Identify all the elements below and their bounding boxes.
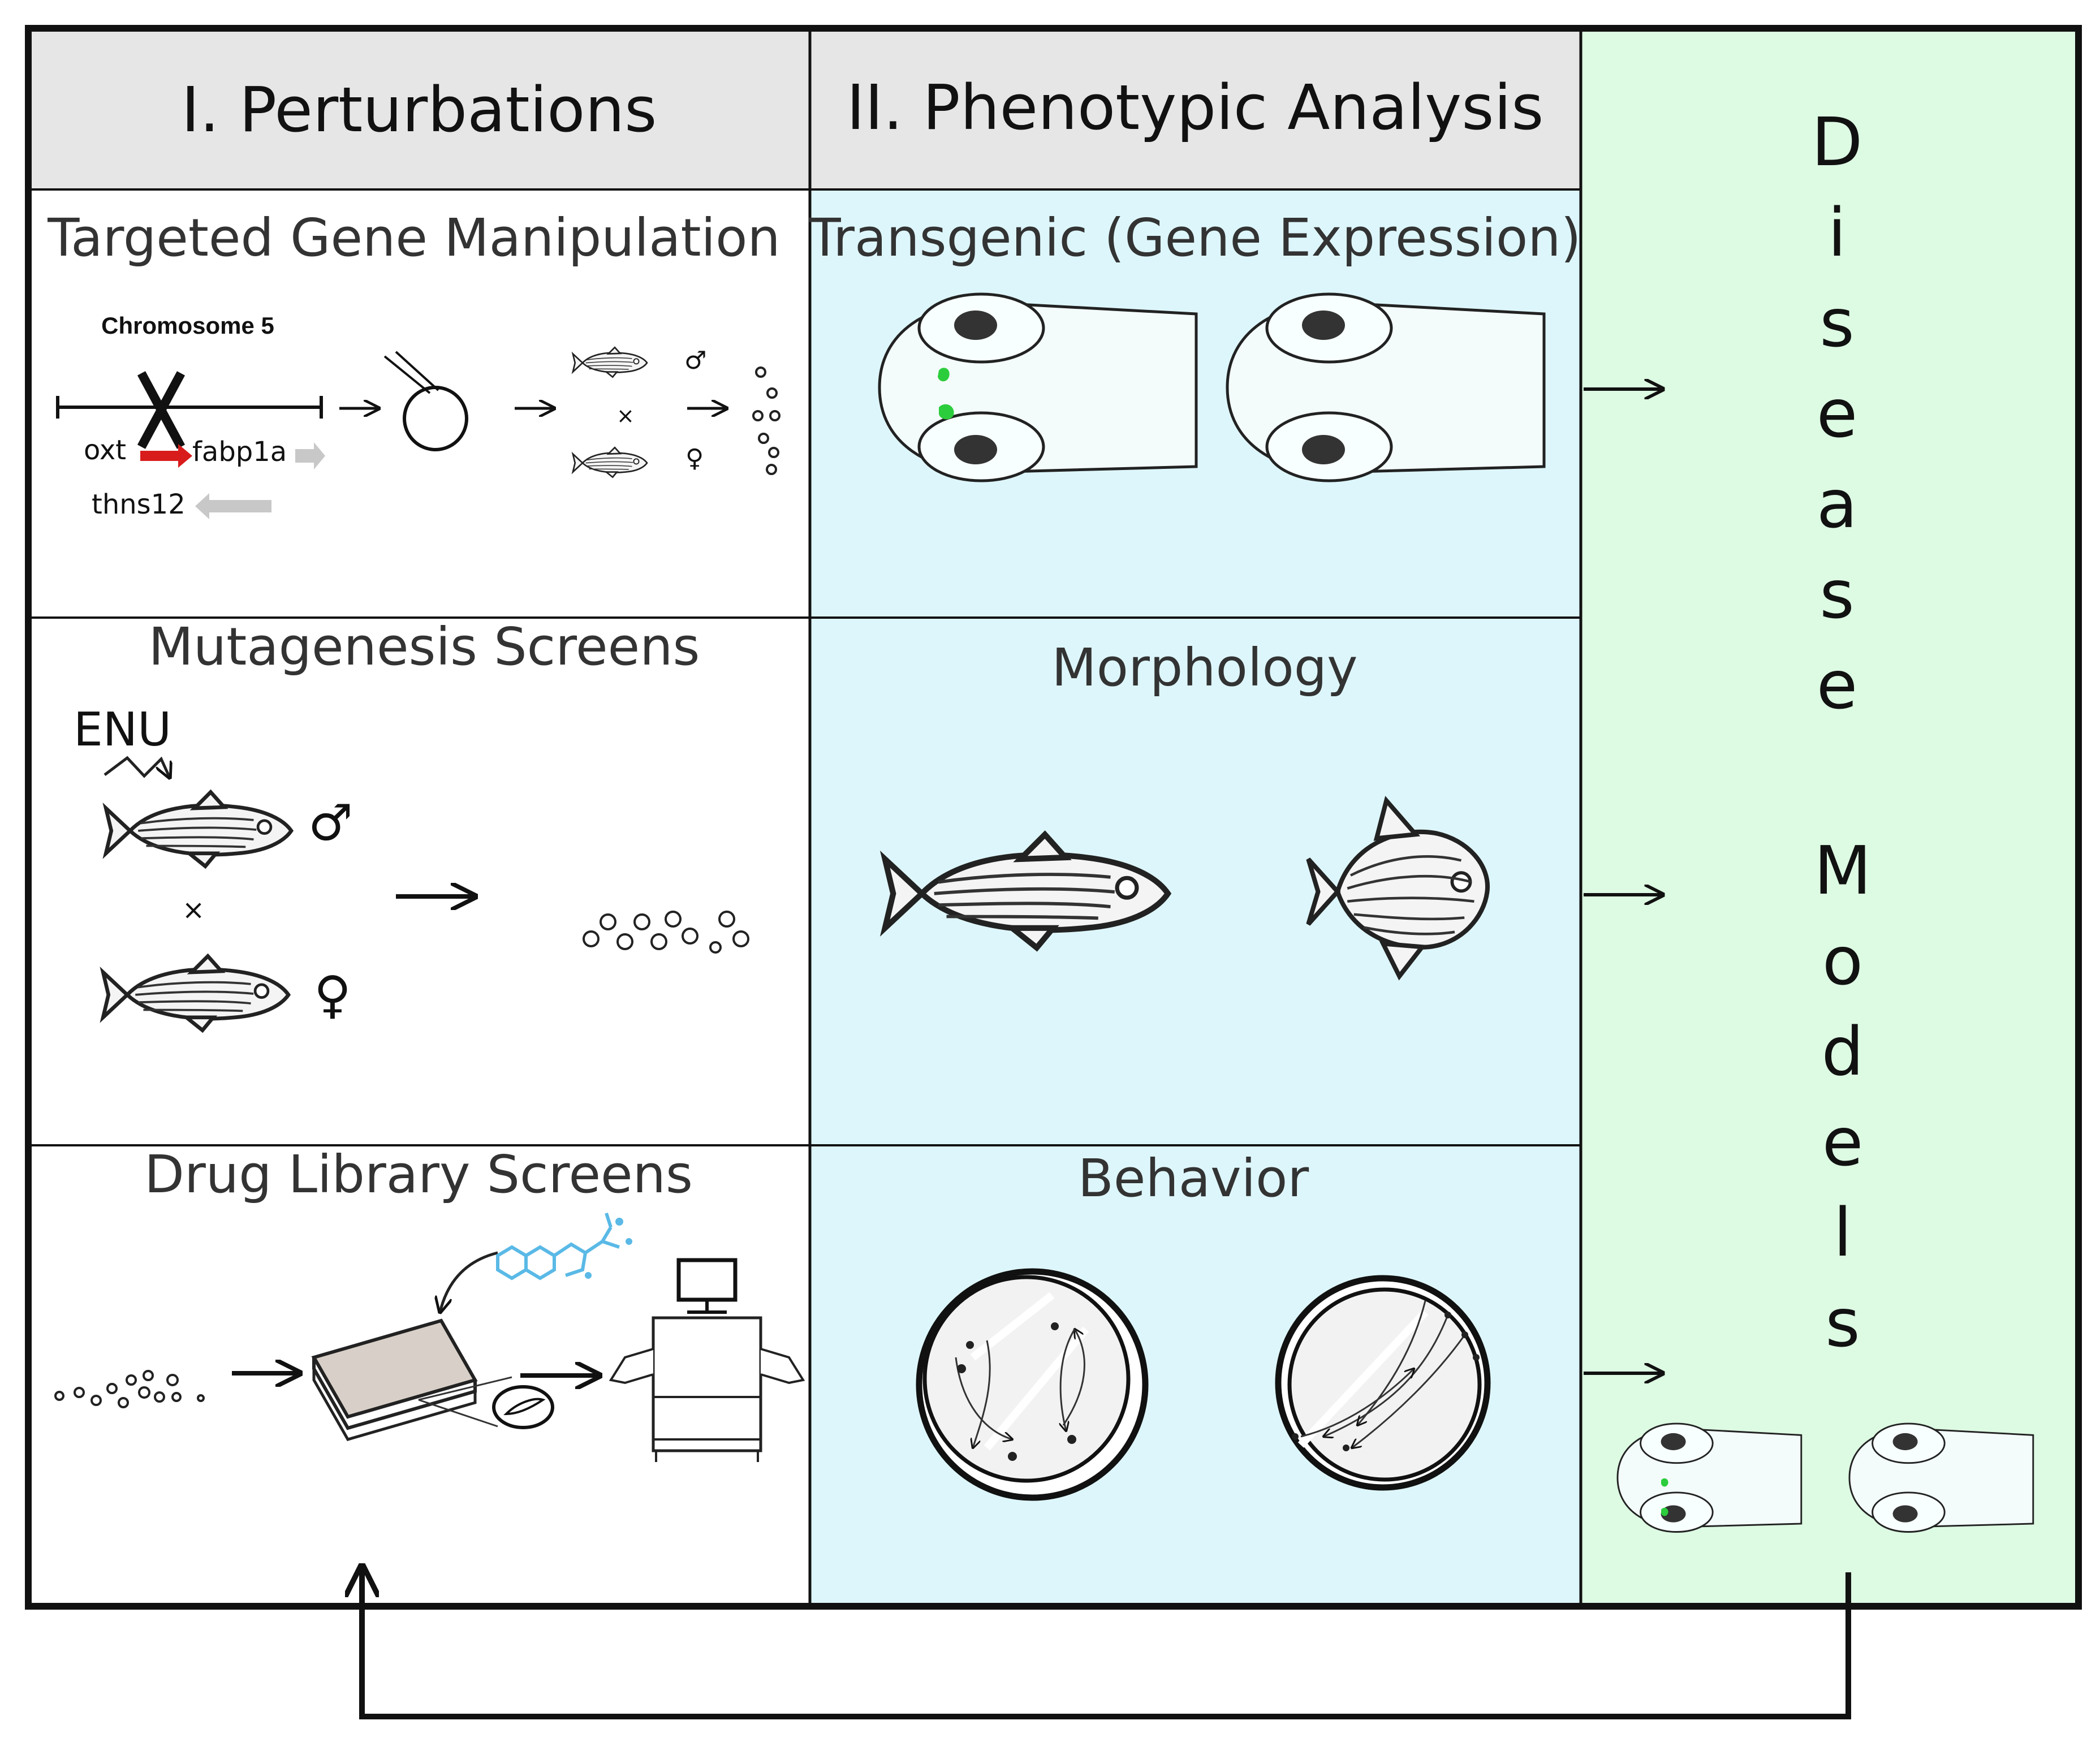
well-plate-icon (311, 1318, 478, 1441)
knockout-x-icon (137, 371, 186, 449)
embryo-clutch-icon (54, 1370, 205, 1408)
larva-head-icon (1227, 294, 1544, 481)
female-symbol: ♀ (685, 444, 704, 473)
header-band (28, 28, 1581, 189)
zebrafish-icon (572, 346, 648, 378)
cross-symbol: × (182, 894, 205, 926)
targeted-gene-section: Targeted Gene Manipulation Chromosome 5 … (47, 208, 781, 520)
chromosome-label: Chromosome 5 (101, 312, 274, 339)
drug-library-title: Drug Library Screens (144, 1144, 693, 1205)
compound-structure-icon (496, 1213, 632, 1280)
gene-thns12-label: thns12 (92, 489, 186, 520)
zebrafish-icon (572, 446, 648, 478)
disease-panel-bg (1581, 28, 2079, 1606)
zebrafish-icon (103, 956, 288, 1030)
feedback-loop-arrow (362, 1567, 1851, 1719)
embryo-injection-icon (383, 351, 468, 451)
gene-expression-spot (1661, 1507, 1668, 1516)
enu-label: ENU (74, 703, 171, 757)
behavior-section: Behavior (916, 1148, 1491, 1501)
morphology-title: Morphology (1051, 637, 1357, 698)
thns12-gene-arrow (195, 493, 271, 519)
embryo-clutch-icon (752, 366, 781, 475)
petri-dish-icon (1275, 1275, 1491, 1491)
drug-library-section: Drug Library Screens (54, 1144, 805, 1462)
male-symbol: ♂ (308, 794, 353, 852)
targeted-gene-title: Targeted Gene Manipulation (47, 208, 780, 268)
chromosome-map: oxt fabp1a thns12 (56, 371, 325, 520)
gene-expression-spot (1661, 1478, 1668, 1487)
deformed-zebrafish-icon (1306, 796, 1490, 981)
larva-head-icon (879, 294, 1196, 481)
gene-fabp1a-label: fabp1a (192, 436, 287, 468)
cross-symbol: × (616, 403, 635, 428)
behavior-title: Behavior (1078, 1148, 1309, 1209)
gene-expression-spot (938, 368, 950, 382)
morphology-section: Morphology (885, 637, 1490, 981)
embryo-clutch-icon (583, 911, 749, 954)
transgenic-section: Transgenic (Gene Expression) (808, 208, 1581, 481)
header-perturbations: I. Perturbations (181, 74, 657, 146)
oxt-gene-arrow (140, 444, 192, 468)
zebrafish-icon (106, 792, 291, 866)
zoom-inset-icon (418, 1376, 554, 1429)
transgenic-title: Transgenic (Gene Expression) (808, 208, 1581, 268)
imaging-station-icon (609, 1258, 805, 1462)
arrow-icon (440, 1251, 498, 1312)
gene-expression-spot (939, 404, 954, 420)
petri-dish-icon (916, 1268, 1149, 1501)
female-symbol: ♀ (314, 965, 351, 1025)
enu-wave-icon (104, 756, 170, 778)
fabp1a-gene-arrow (295, 442, 325, 469)
gene-oxt-label: oxt (84, 434, 126, 466)
larva-head-icon (1848, 1422, 2034, 1533)
male-symbol: ♂ (684, 346, 706, 375)
mutagenesis-section: Mutagenesis Screens ENU ♂ × ♀ (74, 616, 749, 1030)
header-phenotypic-analysis: II. Phenotypic Analysis (847, 71, 1544, 144)
mutagenesis-title: Mutagenesis Screens (149, 616, 700, 677)
larva-head-icon (1616, 1422, 1803, 1533)
outer-frame (25, 25, 2082, 1610)
